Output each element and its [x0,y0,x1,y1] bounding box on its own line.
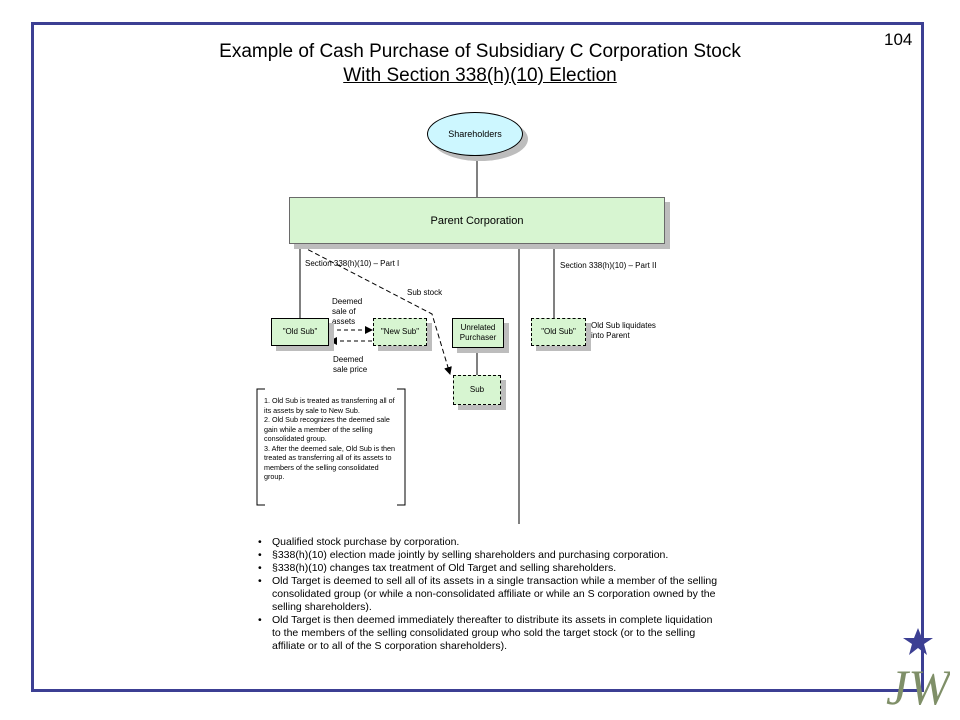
sub-stock-arrow [300,245,452,375]
note-1: 1. Old Sub is treated as transferring al… [264,396,395,415]
liquidates-label: Old Sub liquidates into Parent [591,321,656,340]
old-sub-left-node: "Old Sub" [271,318,329,346]
notes-text: 1. Old Sub is treated as transferring al… [264,396,400,482]
part-2-label: Section 338(h)(10) – Part II [560,261,657,270]
new-sub-node: "New Sub" [373,318,427,346]
bullet-item: §338(h)(10) election made jointly by sel… [258,549,718,562]
sub-stock-label: Sub stock [407,288,443,297]
bullet-item: §338(h)(10) changes tax treatment of Old… [258,562,718,575]
notes-box: 1. Old Sub is treated as transferring al… [256,388,406,506]
star-icon [903,628,933,655]
svg-text:JW: JW [886,659,950,715]
bullet-item: Old Target is deemed to sell all of its … [258,575,718,614]
jw-star-logo: JW [886,628,950,715]
bullet-item: Qualified stock purchase by corporation. [258,536,718,549]
old-sub-right-node: "Old Sub" [531,318,586,346]
bullet-list: Qualified stock purchase by corporation.… [258,536,718,653]
part-1-label: Section 338(h)(10) – Part I [305,259,400,268]
parent-corporation-node: Parent Corporation [289,197,665,244]
page-number: 104 [884,30,913,49]
notes-brackets [256,388,406,506]
title-line-2: With Section 338(h)(10) Election [343,65,617,86]
bullet-item: Old Target is then deemed immediately th… [258,614,718,653]
note-2: 2. Old Sub recognizes the deemed sale ga… [264,415,390,443]
shareholders-node: Shareholders [427,112,523,156]
unrelated-purchaser-node: Unrelated Purchaser [452,318,504,348]
page-title: Example of Cash Purchase of Subsidiary C… [0,40,960,88]
deemed-sale-assets-label: Deemed sale of assets [332,297,363,326]
note-3: 3. After the deemed sale, Old Sub is the… [264,443,396,482]
deemed-sale-price-label: Deemed sale price [333,355,368,374]
sub-node: Sub [453,375,501,405]
title-line-1: Example of Cash Purchase of Subsidiary C… [219,41,741,62]
